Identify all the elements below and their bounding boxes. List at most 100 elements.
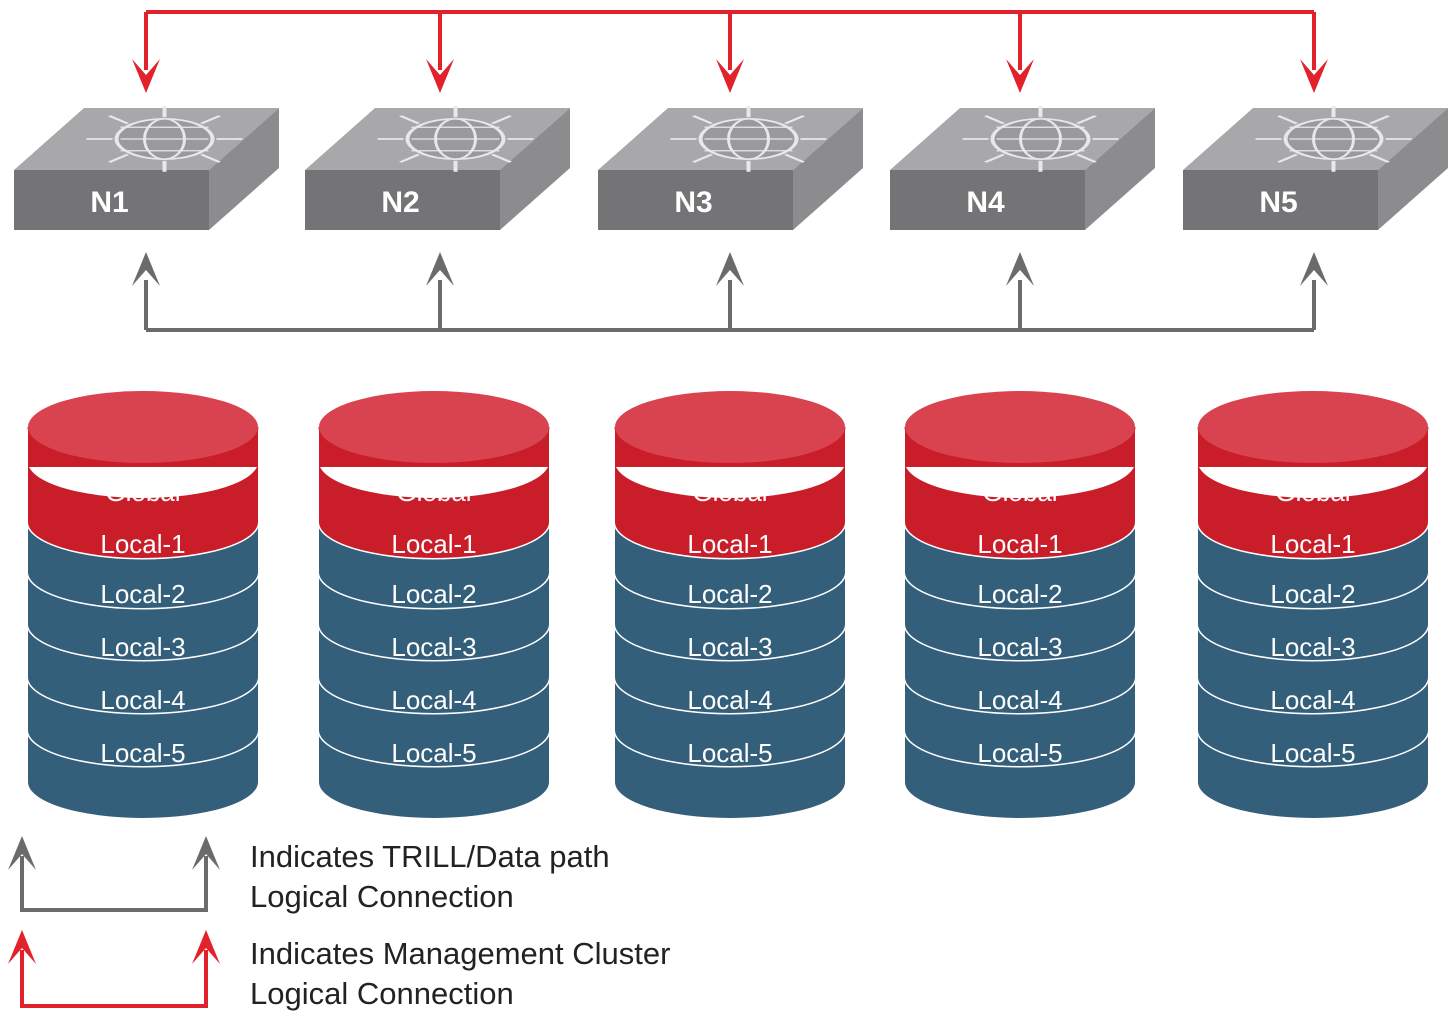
database-layer-local-label: Local-2 bbox=[1270, 579, 1355, 609]
switch-side-face bbox=[1378, 108, 1448, 230]
switch-n3: N3 bbox=[598, 106, 863, 230]
database-layer-local bbox=[28, 624, 258, 713]
database-layer-global bbox=[1198, 462, 1428, 558]
database-layer-local bbox=[905, 522, 1135, 608]
database-layer-local bbox=[319, 677, 549, 766]
database-top-surface bbox=[28, 391, 258, 463]
switch-side-face bbox=[1085, 108, 1155, 230]
database-layer-local-label: Local-1 bbox=[977, 529, 1062, 559]
globe-icon bbox=[377, 106, 534, 172]
switch-label: N1 bbox=[90, 186, 128, 219]
switch-front-face bbox=[598, 170, 793, 230]
database-layer-local-label: Local-3 bbox=[1270, 632, 1355, 662]
management-arrow-down-icon bbox=[1006, 59, 1034, 93]
database-layer-global bbox=[319, 462, 549, 558]
management-arrow-down-icon bbox=[426, 59, 454, 93]
legend-management-line bbox=[20, 950, 208, 1008]
switch-front-face bbox=[890, 170, 1085, 230]
database-layer-local-label: Local-5 bbox=[1270, 738, 1355, 768]
data-path-arrow-up-icon bbox=[716, 252, 744, 286]
database-layer-local-label: Local-3 bbox=[391, 632, 476, 662]
switch-label: N3 bbox=[674, 186, 712, 219]
database-layer-local bbox=[1198, 624, 1428, 713]
legend-management-line2: Logical Connection bbox=[250, 976, 514, 1011]
database-layer-local-label: Local-4 bbox=[100, 685, 185, 715]
database-layer-global bbox=[28, 462, 258, 558]
database-layer-local-label: Local-5 bbox=[977, 738, 1062, 768]
data-path-arrow-up-icon bbox=[1300, 252, 1328, 286]
switch-side-face bbox=[500, 108, 570, 230]
database-n2: GlobalLocal-1Local-2Local-3Local-4Local-… bbox=[317, 390, 551, 818]
database-layer-local-label: Local-4 bbox=[687, 685, 772, 715]
database-n1: GlobalLocal-1Local-2Local-3Local-4Local-… bbox=[26, 390, 260, 818]
legend-data-path-text: Indicates TRILL/Data path Logical Connec… bbox=[250, 837, 610, 917]
switch-n1: N1 bbox=[14, 106, 279, 230]
database-layer-global-label: Global bbox=[105, 477, 180, 507]
legend-data-path-line1: Indicates TRILL/Data path bbox=[250, 839, 610, 874]
database-layer-local-label: Local-2 bbox=[977, 579, 1062, 609]
database-layer-local bbox=[615, 624, 845, 713]
database-top-surface bbox=[615, 391, 845, 463]
database-layer-global-label: Global bbox=[1275, 477, 1350, 507]
database-layer-local-label: Local-2 bbox=[391, 579, 476, 609]
database-layer-local-label: Local-3 bbox=[100, 632, 185, 662]
management-cluster-connection bbox=[132, 10, 1328, 93]
database-layer-local-label: Local-4 bbox=[391, 685, 476, 715]
database-n5: GlobalLocal-1Local-2Local-3Local-4Local-… bbox=[1196, 390, 1430, 818]
database-layer-local-label: Local-3 bbox=[977, 632, 1062, 662]
database-layer-local bbox=[28, 572, 258, 660]
database-layer-local bbox=[319, 730, 549, 818]
database-layer-local-label: Local-1 bbox=[391, 529, 476, 559]
switch-label: N5 bbox=[1259, 186, 1297, 219]
database-top-surface bbox=[905, 391, 1135, 463]
legend-graphics bbox=[8, 836, 220, 1008]
switch-label: N2 bbox=[381, 186, 419, 219]
database-layer-local-label: Local-4 bbox=[977, 685, 1062, 715]
database-n3: GlobalLocal-1Local-2Local-3Local-4Local-… bbox=[613, 390, 847, 818]
database-layer-local-label: Local-1 bbox=[1270, 529, 1355, 559]
switch-front-face bbox=[305, 170, 500, 230]
database-layer-local bbox=[1198, 572, 1428, 660]
database-row: GlobalLocal-1Local-2Local-3Local-4Local-… bbox=[26, 390, 1430, 818]
database-layer-local-label: Local-1 bbox=[687, 529, 772, 559]
database-layer-local bbox=[319, 624, 549, 713]
management-arrow-down-icon bbox=[716, 59, 744, 93]
data-path-arrow-up-icon bbox=[426, 252, 454, 286]
database-layer-local-label: Local-5 bbox=[391, 738, 476, 768]
switch-side-face bbox=[209, 108, 279, 230]
database-layer-local-label: Local-1 bbox=[100, 529, 185, 559]
database-layer-local bbox=[1198, 522, 1428, 608]
database-top-surface bbox=[1198, 391, 1428, 463]
database-layer-local-label: Local-5 bbox=[687, 738, 772, 768]
switch-front-face bbox=[14, 170, 209, 230]
database-layer-local-label: Local-2 bbox=[687, 579, 772, 609]
data-path-arrow-up-icon bbox=[132, 252, 160, 286]
legend-management-text: Indicates Management Cluster Logical Con… bbox=[250, 934, 670, 1014]
database-layer-local bbox=[905, 624, 1135, 713]
switch-n4: N4 bbox=[890, 106, 1155, 230]
switch-row: N1 N2 N3 N4 N5 bbox=[14, 106, 1448, 230]
database-layer-global-label: Global bbox=[396, 477, 471, 507]
database-layer-local bbox=[615, 677, 845, 766]
switch-side-face bbox=[793, 108, 863, 230]
database-layer-local bbox=[905, 730, 1135, 818]
database-layer-local-label: Local-4 bbox=[1270, 685, 1355, 715]
database-layer-local bbox=[28, 677, 258, 766]
globe-icon bbox=[1255, 106, 1412, 172]
legend-management-arrow-up-icon bbox=[8, 930, 36, 964]
database-top-surface bbox=[319, 391, 549, 463]
switch-front-face bbox=[1183, 170, 1378, 230]
legend-management-arrow-up-icon bbox=[192, 930, 220, 964]
management-arrow-down-icon bbox=[1300, 59, 1328, 93]
globe-icon bbox=[670, 106, 827, 172]
database-layer-local-label: Local-2 bbox=[100, 579, 185, 609]
switch-n2: N2 bbox=[305, 106, 570, 230]
legend-data-path-arrow-up-icon bbox=[8, 836, 36, 870]
database-layer-local-label: Local-5 bbox=[100, 738, 185, 768]
switch-label: N4 bbox=[966, 186, 1005, 219]
database-layer-local bbox=[1198, 730, 1428, 818]
database-n4: GlobalLocal-1Local-2Local-3Local-4Local-… bbox=[903, 390, 1137, 818]
database-layer-local bbox=[615, 572, 845, 660]
database-layer-local bbox=[1198, 677, 1428, 766]
database-layer-local bbox=[319, 522, 549, 608]
